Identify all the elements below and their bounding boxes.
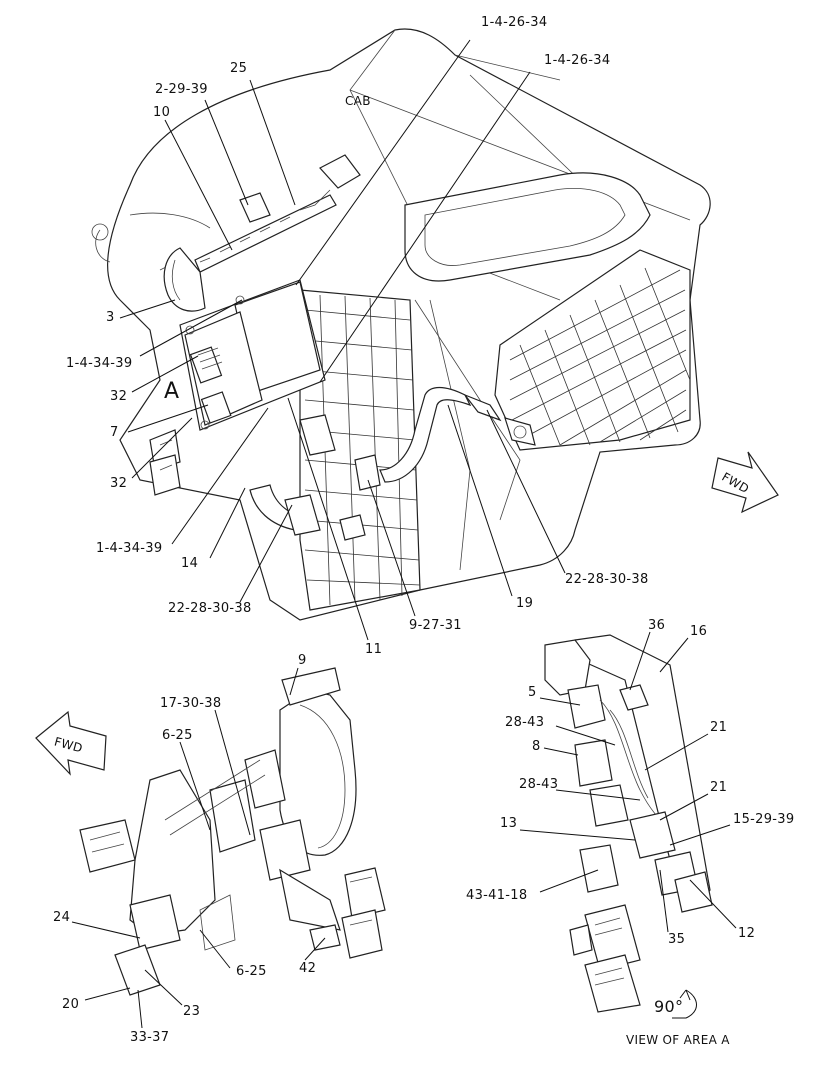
fwd-arrow-left (35, 710, 107, 776)
area-a-marker: A (164, 379, 180, 404)
callout-24: 24 (53, 910, 71, 925)
callout-6-25-upper: 6-25 (162, 728, 193, 743)
callout-32-lower: 32 (110, 476, 128, 491)
callout-25: 25 (230, 61, 248, 76)
callout-12: 12 (738, 926, 756, 941)
callout-43-41-18: 43-41-18 (466, 888, 528, 903)
top-harness (163, 154, 361, 312)
callout-21-upper: 21 (710, 720, 728, 735)
callout-5: 5 (528, 685, 537, 700)
callout-8: 8 (532, 739, 541, 754)
callout-1-4-26-34-lower: 1-4-26-34 (544, 53, 611, 68)
right-harness (149, 386, 536, 541)
callout-1-4-34-39-upper: 1-4-34-39 (66, 356, 133, 371)
callout-19: 19 (516, 596, 534, 611)
callout-15-29-39: 15-29-39 (733, 812, 795, 827)
view-of-area-a-assembly (544, 634, 713, 1013)
callout-33-37: 33-37 (130, 1030, 170, 1045)
callout-6-25-lower: 6-25 (236, 964, 267, 979)
callout-20: 20 (62, 997, 80, 1012)
callout-7: 7 (110, 425, 119, 440)
cab-label: CAB (345, 94, 371, 108)
callout-28-43-upper: 28-43 (505, 715, 545, 730)
callout-23: 23 (183, 1004, 201, 1019)
callout-2-29-39: 2-29-39 (155, 82, 208, 97)
callout-14: 14 (181, 556, 199, 571)
callout-36: 36 (648, 618, 666, 633)
callout-1-4-34-39-lower: 1-4-34-39 (96, 541, 163, 556)
callout-32-upper: 32 (110, 389, 128, 404)
callout-22-28-30-38-right: 22-28-30-38 (565, 572, 649, 587)
callout-42: 42 (299, 961, 317, 976)
callout-22-28-30-38-left: 22-28-30-38 (168, 601, 252, 616)
callout-28-43-lower: 28-43 (519, 777, 559, 792)
callout-11: 11 (365, 642, 383, 657)
callout-17-30-38: 17-30-38 (160, 696, 222, 711)
ecm-module (179, 279, 326, 431)
callout-10: 10 (153, 105, 171, 120)
rotation-arrow-icon (672, 989, 697, 1019)
callout-9-27-31: 9-27-31 (409, 618, 462, 633)
callout-9: 9 (298, 653, 307, 668)
leader-lines (71, 39, 737, 1029)
fwd-arrow-top (711, 451, 779, 514)
callout-16: 16 (690, 624, 708, 639)
callout-3: 3 (106, 310, 115, 325)
callout-21-lower: 21 (710, 780, 728, 795)
cab-side-grill (494, 249, 691, 451)
rotation-90-label: 90° (654, 997, 684, 1016)
view-of-area-a-caption: VIEW OF AREA A (626, 1033, 730, 1047)
callout-35: 35 (668, 932, 686, 947)
lower-left-assembly (79, 667, 386, 996)
callout-13: 13 (500, 816, 518, 831)
callout-1-4-26-34-upper: 1-4-26-34 (481, 15, 548, 30)
